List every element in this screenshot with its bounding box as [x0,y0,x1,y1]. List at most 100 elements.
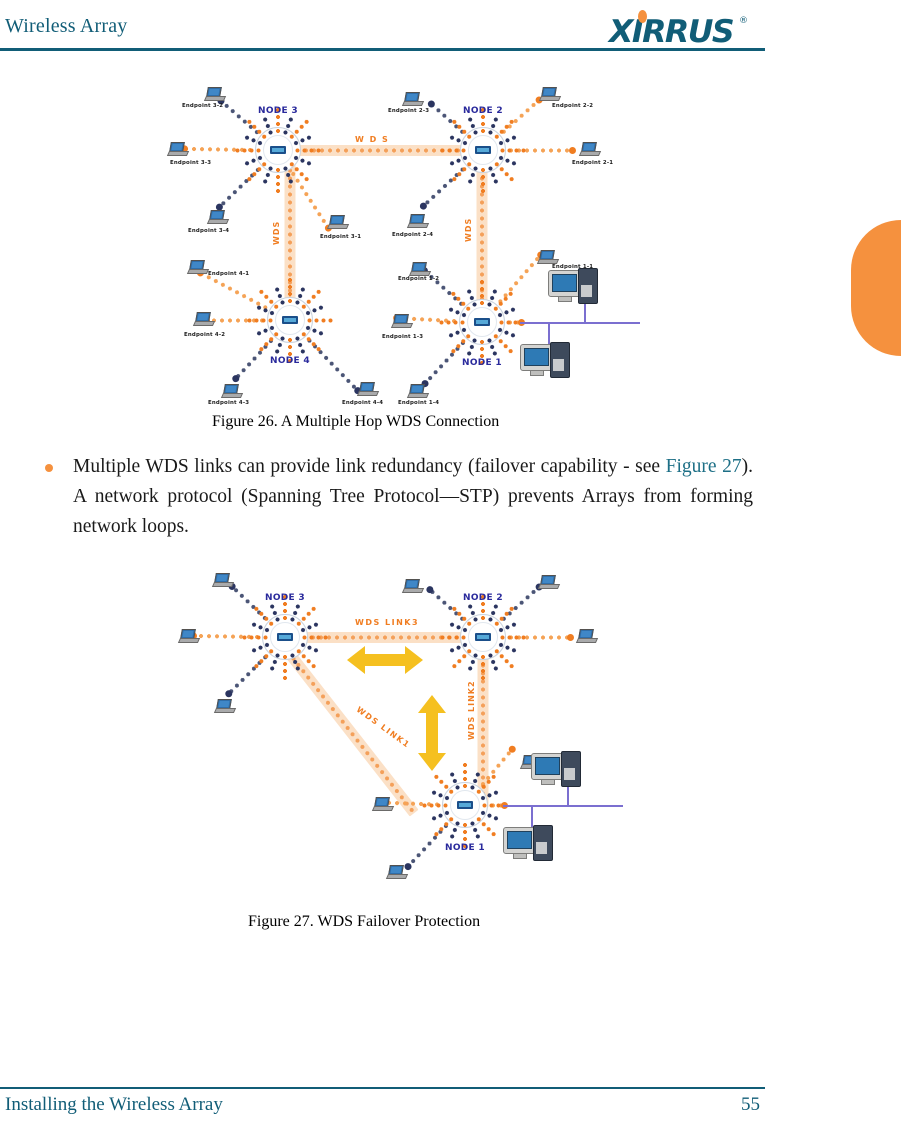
endpoint-label: Endpoint 2-4 [392,232,434,238]
laptop-icon [537,575,561,590]
node-beam-orange-icon [499,634,527,640]
laptop-icon [401,92,425,107]
failover-arrow-horizontal-icon [347,643,423,677]
wired-drop [548,322,550,346]
laptop-icon [406,384,430,399]
chapter-edge-tab [851,220,901,356]
laptop-icon [177,629,201,644]
node-core-icon [277,633,293,641]
wired-drop [531,805,533,829]
node-core-icon [457,801,473,809]
node-beam-orange-icon [287,276,293,304]
laptop-icon [326,215,350,230]
bullet-marker-icon [45,464,53,472]
endpoint-label: Endpoint 1-4 [398,400,440,405]
endpoint-label: Endpoint 3-4 [188,228,230,234]
wired-drop [584,302,586,324]
wds-link-label: WDS [464,217,473,242]
footer-page-number: 55 [741,1094,760,1115]
node-beam-orange-icon [241,634,269,640]
desktop-computer-icon [531,751,587,793]
bullet-text-part-3: ). A network protocol (Spanning Tree Pro… [73,456,753,537]
endpoint-label: Endpoint 4-2 [184,332,226,338]
node-beam-orange-icon [439,147,467,153]
header-divider [0,48,765,51]
node-beam-orange-icon [275,166,281,194]
wired-backbone [520,322,640,324]
desktop-computer-icon [520,342,576,384]
laptop-icon [356,382,380,397]
page-title: Wireless Array [5,15,128,37]
figure-26-caption: Figure 26. A Multiple Hop WDS Connection [212,413,500,430]
endpoint-label: Endpoint 4-1 [208,271,250,277]
node-beam-orange-icon [480,166,486,194]
footer-divider [0,1087,765,1089]
wds-link-label: W D S [355,135,390,144]
xirrus-logo: XIRRUS ® [609,8,761,50]
node-beam-orange-icon [480,653,486,681]
laptop-icon [385,865,409,880]
figure-27-crossref-link[interactable]: Figure 27 [665,456,742,477]
node-label: NODE 2 [463,593,503,603]
endpoint-label: Endpoint 1-3 [382,334,424,340]
laptop-icon [211,573,235,588]
node-beam-orange-icon [481,802,509,808]
desktop-computer-icon [503,825,559,867]
desktop-computer-icon [548,268,604,310]
laptop-icon [166,142,190,157]
endpoint-label: Endpoint 4-3 [208,400,250,405]
bullet-paragraph-text: Multiple WDS links can provide link redu… [73,452,753,542]
bullet-text-part-1: Multiple WDS links can provide link redu… [73,456,666,477]
client-link-orange [483,633,574,641]
node-beam-orange-icon [282,653,288,681]
laptop-icon [406,214,430,229]
node-core-icon [475,146,491,154]
node-beam-orange-icon [306,317,334,323]
laptop-icon [206,210,230,225]
laptop-icon [213,699,237,714]
node-label: NODE 3 [265,593,305,603]
registered-trademark-icon: ® [739,16,748,26]
node-beam-orange-icon [246,317,274,323]
node-beam-orange-icon [438,319,466,325]
node-beam-orange-icon [499,147,527,153]
node-label: NODE 1 [462,358,502,368]
node-beam-orange-icon [479,278,485,306]
footer-chapter-label: Installing the Wireless Array [5,1094,223,1115]
laptop-icon [203,87,227,102]
laptop-icon [578,142,602,157]
laptop-icon [220,384,244,399]
laptop-icon [186,260,210,275]
laptop-icon [408,262,432,277]
laptop-icon [401,579,425,594]
node-beam-orange-icon [421,802,449,808]
node-core-icon [475,633,491,641]
endpoint-label: Endpoint 1-1 [552,264,594,270]
node-label: NODE 2 [463,106,503,116]
node-core-icon [282,316,298,324]
client-link-orange [483,146,576,154]
endpoint-label: Endpoint 3-2 [182,103,224,109]
laptop-icon [390,314,414,329]
endpoint-label: Endpoint 2-2 [552,103,594,109]
node-beam-orange-icon [234,147,262,153]
node-beam-orange-icon [294,147,322,153]
node-label: NODE 4 [270,356,310,366]
endpoint-label: Endpoint 4-4 [342,400,384,405]
node-core-icon [474,318,490,326]
laptop-icon [538,87,562,102]
endpoint-label: Endpoint 1-2 [398,276,440,282]
wired-backbone [503,805,623,807]
endpoint-label: Endpoint 3-1 [320,234,362,240]
node-label: NODE 3 [258,106,298,116]
node-beam-orange-icon [439,634,467,640]
xirrus-wordmark: XIRRUS [609,14,735,50]
endpoint-label: Endpoint 2-1 [572,160,614,166]
wds-link-label: WDS LINK3 [355,618,420,627]
wds-trunk-link [285,631,485,643]
laptop-icon [575,629,599,644]
node-label: NODE 1 [445,843,485,853]
wds-trunk-link [278,144,483,156]
